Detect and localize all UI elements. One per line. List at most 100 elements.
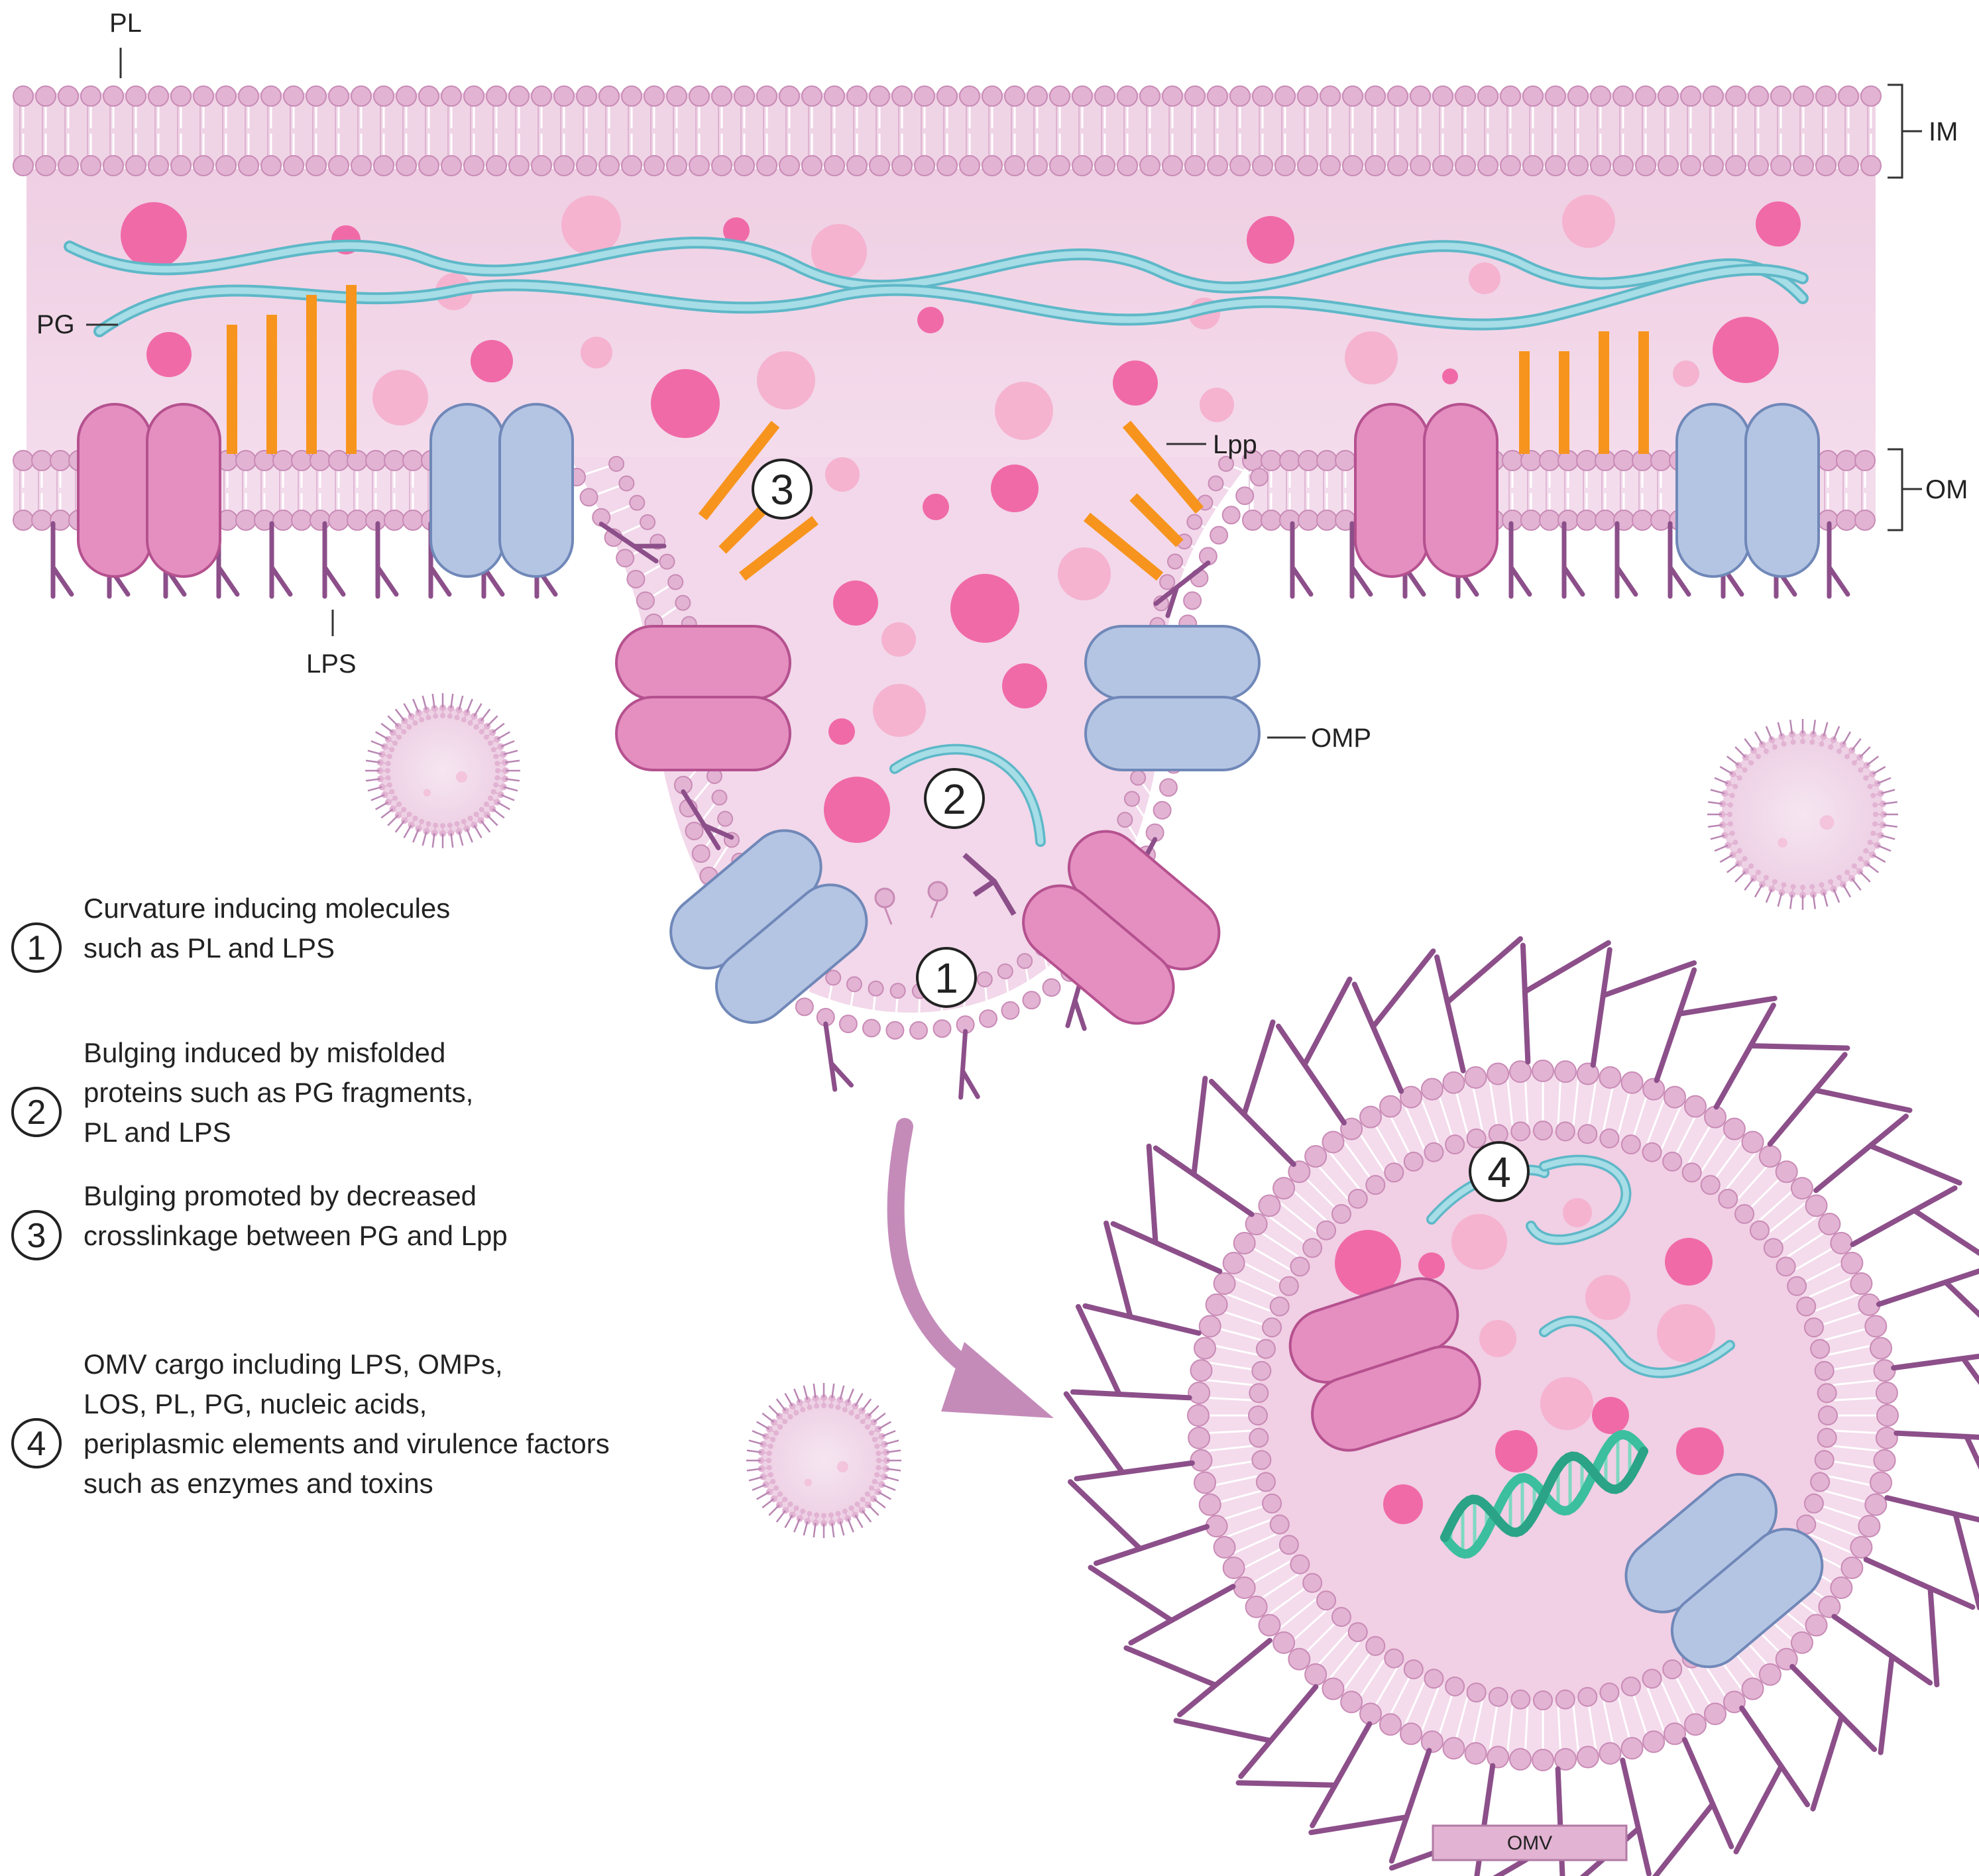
phospholipid-head	[1252, 85, 1273, 107]
phospholipid-head	[795, 997, 814, 1017]
cargo-protein	[1713, 317, 1779, 383]
phospholipid-head	[868, 980, 884, 997]
phospholipid-head	[463, 85, 484, 107]
phospholipid-head	[1590, 155, 1611, 176]
phospholipid-head	[824, 155, 845, 176]
phospholipid-head	[1442, 1071, 1465, 1094]
phospholipid-head	[1632, 510, 1653, 531]
phospholipid-head	[621, 85, 642, 107]
phospholipid-head	[1577, 1686, 1598, 1707]
lps-molecule	[1884, 1495, 1979, 1611]
phospholipid-head	[1403, 1659, 1424, 1680]
phospholipid-head	[1508, 1060, 1532, 1083]
phospholipid-head	[1331, 1203, 1351, 1224]
legend-text: such as enzymes and toxins	[84, 1468, 433, 1499]
phospholipid-head	[1567, 155, 1589, 176]
legend-text: Bulging promoted by decreased	[84, 1180, 477, 1211]
cargo-protein	[1592, 1397, 1629, 1434]
lps-molecule	[1434, 936, 1524, 1074]
lps-molecule	[1290, 521, 1314, 599]
lps-molecule	[598, 522, 667, 564]
phospholipid-head	[235, 450, 256, 471]
phospholipid-head	[238, 85, 259, 107]
phospholipid-head	[306, 85, 327, 107]
phospholipid-head	[396, 155, 417, 176]
label-pg: PG	[36, 310, 75, 339]
phospholipid-head	[838, 1015, 858, 1034]
phospholipid-head	[636, 591, 655, 610]
legend-marker-3	[11, 1210, 62, 1260]
phospholipid-head	[1815, 85, 1837, 107]
phospholipid-head	[1255, 1472, 1276, 1492]
phospholipid-head	[486, 85, 507, 107]
phospholipid-head	[1860, 155, 1882, 176]
phospholipid-head	[1027, 155, 1048, 176]
phospholipid-head	[351, 85, 372, 107]
phospholipid-head	[1242, 510, 1263, 531]
phospholipid-head	[1042, 978, 1061, 997]
phospholipid-head	[260, 155, 282, 176]
cargo-protein	[833, 580, 878, 626]
omp-pink	[615, 625, 791, 700]
phospholipid-head	[1297, 85, 1318, 107]
phospholipid-head	[1186, 514, 1203, 530]
phospholipid-head	[1272, 1631, 1296, 1654]
phospholipid-head	[1555, 1689, 1575, 1710]
phospholipid-head	[1620, 1071, 1644, 1094]
phospholipid-head	[1741, 1131, 1764, 1154]
phospholipid-head	[441, 85, 462, 107]
cargo-particle	[881, 622, 916, 657]
phospholipid-head	[1316, 1590, 1337, 1611]
phospholipid-head	[1304, 1663, 1328, 1686]
phospholipid-head	[1117, 155, 1138, 176]
phospholipid-head	[1187, 1404, 1210, 1427]
phospholipid-head	[125, 85, 146, 107]
phospholipid-head	[1838, 85, 1859, 107]
phospholipid-head	[691, 844, 710, 863]
phospholipid-head	[1250, 468, 1269, 486]
lps-molecule	[1349, 521, 1373, 599]
phospholipid-head	[1322, 1131, 1345, 1154]
phospholipid-head	[1159, 778, 1178, 797]
phospholipid-head	[1734, 1203, 1755, 1224]
phospholipid-head	[675, 594, 691, 611]
phospholipid-head	[1725, 85, 1746, 107]
lps-molecule	[1614, 521, 1638, 599]
phospholipid-head	[1500, 85, 1521, 107]
phospholipid-head	[1167, 553, 1184, 570]
phospholipid-head	[508, 85, 530, 107]
phospholipid-head	[13, 85, 34, 107]
legend-text: Bulging induced by misfolded	[84, 1037, 445, 1068]
phospholipid-head	[103, 155, 124, 176]
cargo-particle	[995, 382, 1053, 440]
phospholipid-head	[1810, 1472, 1831, 1492]
phospholipid-head	[1316, 510, 1337, 531]
phospholipid-head	[1320, 85, 1341, 107]
phospholipid-head	[1302, 1573, 1323, 1593]
phospholipid-head	[328, 155, 349, 176]
lps-molecule	[1850, 1185, 1979, 1256]
phospholipid-head	[1488, 1124, 1508, 1144]
label-lps: LPS	[306, 649, 357, 679]
cargo-protein	[1335, 1230, 1401, 1296]
phospholipid-head	[618, 475, 635, 492]
phospholipid-head	[1854, 450, 1876, 471]
phospholipid-head	[1245, 1595, 1268, 1618]
phospholipid-head	[1205, 1293, 1228, 1316]
phospholipid-head	[80, 155, 101, 176]
phospholipid-head	[1703, 85, 1724, 107]
phospholipid-head	[1387, 155, 1408, 176]
phospholipid-head	[1741, 1677, 1764, 1700]
phospholipid-head	[959, 85, 980, 107]
phospholipid-head	[1749, 1220, 1770, 1241]
phospholipid-head	[1384, 1648, 1404, 1669]
phospholipid-head	[1359, 1702, 1382, 1726]
phospholipid-head	[1464, 1066, 1487, 1089]
phospholipid-head	[685, 821, 704, 840]
phospholipid-head	[1658, 85, 1679, 107]
phospholipid-head	[1814, 1450, 1835, 1470]
small-omv	[746, 1383, 901, 1538]
phospholipid-head	[1477, 85, 1498, 107]
cargo-protein	[1676, 1427, 1724, 1475]
